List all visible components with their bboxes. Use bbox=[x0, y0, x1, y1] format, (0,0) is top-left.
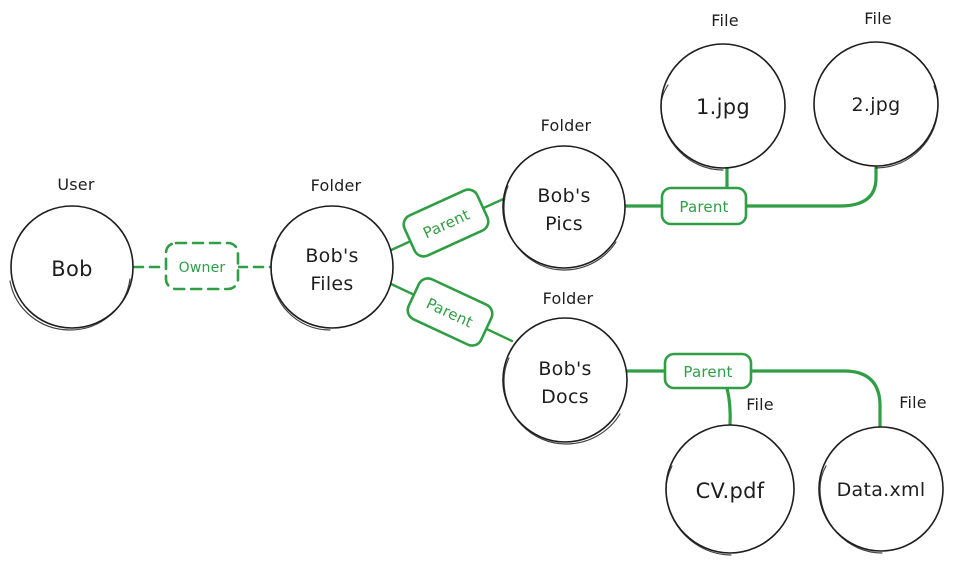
node-bobs-files-label-line2: Files bbox=[310, 273, 353, 295]
node-bobs-pics[interactable]: Folder Bob's Pics bbox=[502, 116, 626, 271]
edge-parent-pics-label-box bbox=[402, 188, 490, 258]
node-1jpg[interactable]: File 1.jpg bbox=[660, 11, 786, 171]
edge-parent-pics[interactable]: Parent bbox=[387, 186, 512, 259]
edge-parent-jpgs-line-right bbox=[743, 164, 878, 208]
edge-parent-docs-files[interactable]: Parent bbox=[625, 352, 882, 429]
node-layer: User Bob Folder Bob's Files Folder Bob's… bbox=[9, 9, 944, 556]
node-cvpdf-caption: File bbox=[746, 395, 774, 414]
node-bobs-pics-label-line2: Pics bbox=[545, 213, 583, 235]
edge-owner-label-box bbox=[164, 241, 240, 291]
edge-parent-pics-files[interactable]: Parent bbox=[623, 164, 878, 226]
node-bobs-files-circle-overdraw bbox=[270, 244, 331, 331]
edge-parent-docs-label-box bbox=[406, 277, 494, 347]
node-dataxml-circle bbox=[818, 426, 944, 552]
node-dataxml[interactable]: File Data.xml bbox=[818, 393, 944, 554]
edge-parent-jpgs-label: Parent bbox=[679, 198, 728, 216]
node-2jpg-label: 2.jpg bbox=[851, 94, 900, 116]
node-bobs-files[interactable]: Folder Bob's Files bbox=[270, 176, 394, 331]
node-1jpg-circle-overdraw bbox=[660, 84, 724, 171]
node-bobs-docs-label-line2: Docs bbox=[541, 386, 589, 408]
edge-layer: Owner Parent Parent bbox=[132, 164, 882, 429]
node-dataxml-circle-overdraw bbox=[819, 465, 883, 554]
node-bobs-docs-circle-overdraw bbox=[503, 357, 621, 445]
node-bobs-files-circle bbox=[270, 205, 394, 329]
node-bobs-files-label-line1: Bob's bbox=[305, 245, 358, 267]
node-bob[interactable]: User Bob bbox=[9, 175, 134, 331]
node-dataxml-label: Data.xml bbox=[837, 479, 926, 501]
edge-parent-docfiles-line-right bbox=[748, 369, 882, 429]
node-bob-circle-overdraw bbox=[9, 278, 131, 331]
node-bobs-pics-circle bbox=[502, 145, 626, 269]
node-cvpdf-label: CV.pdf bbox=[696, 479, 765, 503]
node-bob-circle bbox=[10, 205, 134, 329]
node-2jpg[interactable]: File 2.jpg bbox=[813, 9, 939, 169]
edge-owner[interactable]: Owner bbox=[132, 241, 273, 291]
node-dataxml-caption: File bbox=[899, 393, 927, 412]
edge-parent-docfiles-label-box bbox=[663, 352, 753, 390]
node-bobs-files-caption: Folder bbox=[311, 176, 362, 195]
node-1jpg-label: 1.jpg bbox=[696, 95, 750, 119]
edge-parent-docs[interactable]: Parent bbox=[387, 275, 514, 349]
node-bobs-pics-circle-overdraw bbox=[503, 185, 617, 271]
node-bobs-docs-label-line1: Bob's bbox=[538, 358, 591, 380]
node-bob-caption: User bbox=[57, 175, 94, 194]
node-bobs-pics-caption: Folder bbox=[541, 116, 592, 135]
edge-parent-docfiles-line-down bbox=[725, 386, 732, 427]
node-cvpdf[interactable]: File CV.pdf bbox=[665, 395, 795, 556]
node-bobs-docs[interactable]: Folder Bob's Docs bbox=[502, 289, 628, 445]
node-cvpdf-circle-overdraw bbox=[665, 465, 732, 556]
node-1jpg-caption: File bbox=[711, 11, 739, 30]
edge-parent-jpgs-label-box bbox=[660, 186, 748, 226]
node-bob-label: Bob bbox=[51, 257, 93, 281]
node-bobs-docs-circle bbox=[502, 317, 628, 443]
edge-parent-docfiles-label: Parent bbox=[683, 363, 732, 381]
node-2jpg-caption: File bbox=[864, 9, 892, 28]
node-2jpg-circle bbox=[813, 41, 939, 167]
node-bobs-pics-label-line1: Bob's bbox=[537, 185, 590, 207]
node-2jpg-circle-overdraw bbox=[875, 85, 939, 169]
node-bobs-docs-caption: Folder bbox=[543, 289, 594, 308]
edge-owner-label: Owner bbox=[179, 260, 226, 276]
